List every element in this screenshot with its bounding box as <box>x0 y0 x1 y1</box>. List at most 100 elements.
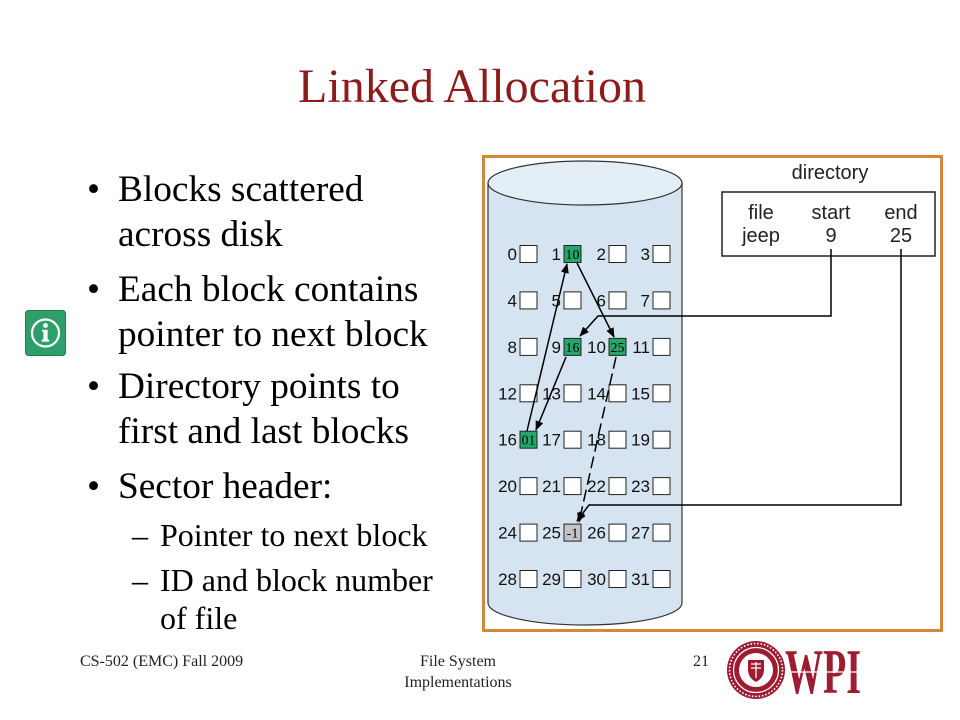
disk-block-box <box>652 337 671 356</box>
disk-block: 6 <box>597 291 627 310</box>
disk-block-box <box>652 291 671 310</box>
disk-block: 23 <box>631 477 671 496</box>
disk-block: 14 <box>587 384 627 403</box>
disk-block: 30 <box>587 570 627 589</box>
disk-block-box-used <box>608 337 627 356</box>
disk-block: 2 <box>597 245 627 264</box>
disk-block: 17 <box>542 430 582 450</box>
disk-block-number: 28 <box>498 570 517 589</box>
disk-block-number: 25 <box>542 524 561 543</box>
wpi-seal-icon <box>727 641 785 699</box>
disk-block-box-used <box>519 430 538 449</box>
disk-block: 9 16 <box>552 337 582 357</box>
disk-block: 21 <box>542 477 582 496</box>
bullet-blocks-scattered: Blocks scattered across disk <box>87 167 364 257</box>
disk-block-number: 27 <box>631 524 650 543</box>
disk-block-box <box>652 570 671 588</box>
disk-block-pointer-value: 10 <box>566 248 580 263</box>
wpi-logo-text: WPI <box>785 642 861 700</box>
disk-block: 5 <box>552 291 582 310</box>
disk-block-box <box>563 291 582 310</box>
bullet-line: across disk <box>118 214 283 255</box>
disk-block: 3 <box>641 245 671 264</box>
sub-bullet-line: Pointer to next block <box>160 517 428 553</box>
disk-block-box <box>519 570 538 588</box>
directory: directory file start end jeep 9 25 <box>721 162 936 257</box>
disk-block-number: 15 <box>631 384 650 403</box>
disk-block-number: 30 <box>587 570 606 589</box>
arrow-block-9-to-16 <box>535 356 567 431</box>
sub-bullet-line: of file <box>160 600 238 636</box>
disk-block: 4 <box>508 291 538 310</box>
directory-end-value: 25 <box>890 225 912 247</box>
bullet-directory-points: Directory points to first and last block… <box>87 364 410 454</box>
disk-block-number: 17 <box>542 431 561 450</box>
bullet-line: Sector header: <box>118 466 333 507</box>
wpi-wordmark: WPI <box>785 642 861 700</box>
sub-bullet-pointer: Pointer to next block <box>132 516 428 554</box>
disk-block-number: 19 <box>631 431 650 450</box>
disk-block-box <box>519 291 538 310</box>
disk-block-number: 3 <box>641 245 650 264</box>
disk-block-number: 0 <box>508 245 517 264</box>
directory-column-file: file <box>748 202 774 224</box>
info-button[interactable] <box>25 310 66 356</box>
disk-block: 7 <box>641 291 671 310</box>
disk-block-number: 11 <box>632 338 650 357</box>
disk-block-number: 26 <box>587 524 606 543</box>
disk-block-number: 31 <box>631 570 650 589</box>
disk-block-box <box>608 523 627 542</box>
disk-block: 27 <box>631 523 671 543</box>
disk-block-number: 9 <box>552 338 561 357</box>
cylinder-top <box>487 160 683 206</box>
directory-column-start: start <box>812 202 851 224</box>
disk-block-box <box>608 430 627 449</box>
footer-topic-line: Implementations <box>404 674 512 691</box>
disk-block-number: 24 <box>498 524 517 543</box>
disk-block: 31 <box>631 570 671 589</box>
disk-block: 11 <box>632 337 671 357</box>
disk-block-box <box>563 430 582 449</box>
disk-block: 26 <box>587 523 627 543</box>
disk-block-number: 23 <box>631 477 650 496</box>
disk-block-box <box>652 477 671 496</box>
disk-block-number: 16 <box>498 431 517 450</box>
disk-block: 12 <box>498 384 538 403</box>
disk-block-number: 21 <box>542 477 561 496</box>
disk-block-pointer-value: 16 <box>566 341 580 356</box>
disk-block-number: 6 <box>597 291 606 310</box>
disk-block-box <box>608 291 627 310</box>
directory-label: directory <box>792 162 869 184</box>
disk-block-box <box>563 384 582 403</box>
footer-course: CS-502 (EMC) Fall 2009 <box>80 653 244 670</box>
disk-block: 18 <box>587 430 627 450</box>
directory-start-value: 9 <box>825 225 836 247</box>
disk-block-box-used <box>563 523 582 542</box>
disk-block-box <box>608 477 627 496</box>
directory-column-end: end <box>884 202 917 224</box>
arrow-block-16-to-1 <box>526 263 569 432</box>
directory-table <box>721 191 936 257</box>
bullet-line: first and last blocks <box>118 411 410 452</box>
disk-block-number: 22 <box>587 477 606 496</box>
arrow-block-10-to-25 <box>577 356 617 523</box>
disk-block-box <box>608 570 627 588</box>
disk-block-number: 7 <box>641 291 650 310</box>
disk-block-number: 29 <box>542 570 561 589</box>
disk-block: 25 -1 <box>542 523 582 543</box>
disk-block: 8 <box>508 337 538 357</box>
disk-block-number: 2 <box>597 245 606 264</box>
sub-bullet-line: ID and block number <box>160 562 433 598</box>
slide-title: Linked Allocation <box>298 60 646 113</box>
footer-topic: File System Implementations <box>358 651 558 693</box>
disk-block-pointer-value: -1 <box>567 527 579 542</box>
disk-block-number: 5 <box>552 291 561 310</box>
disk-block: 20 <box>498 477 538 496</box>
disk-block-box <box>519 245 538 263</box>
